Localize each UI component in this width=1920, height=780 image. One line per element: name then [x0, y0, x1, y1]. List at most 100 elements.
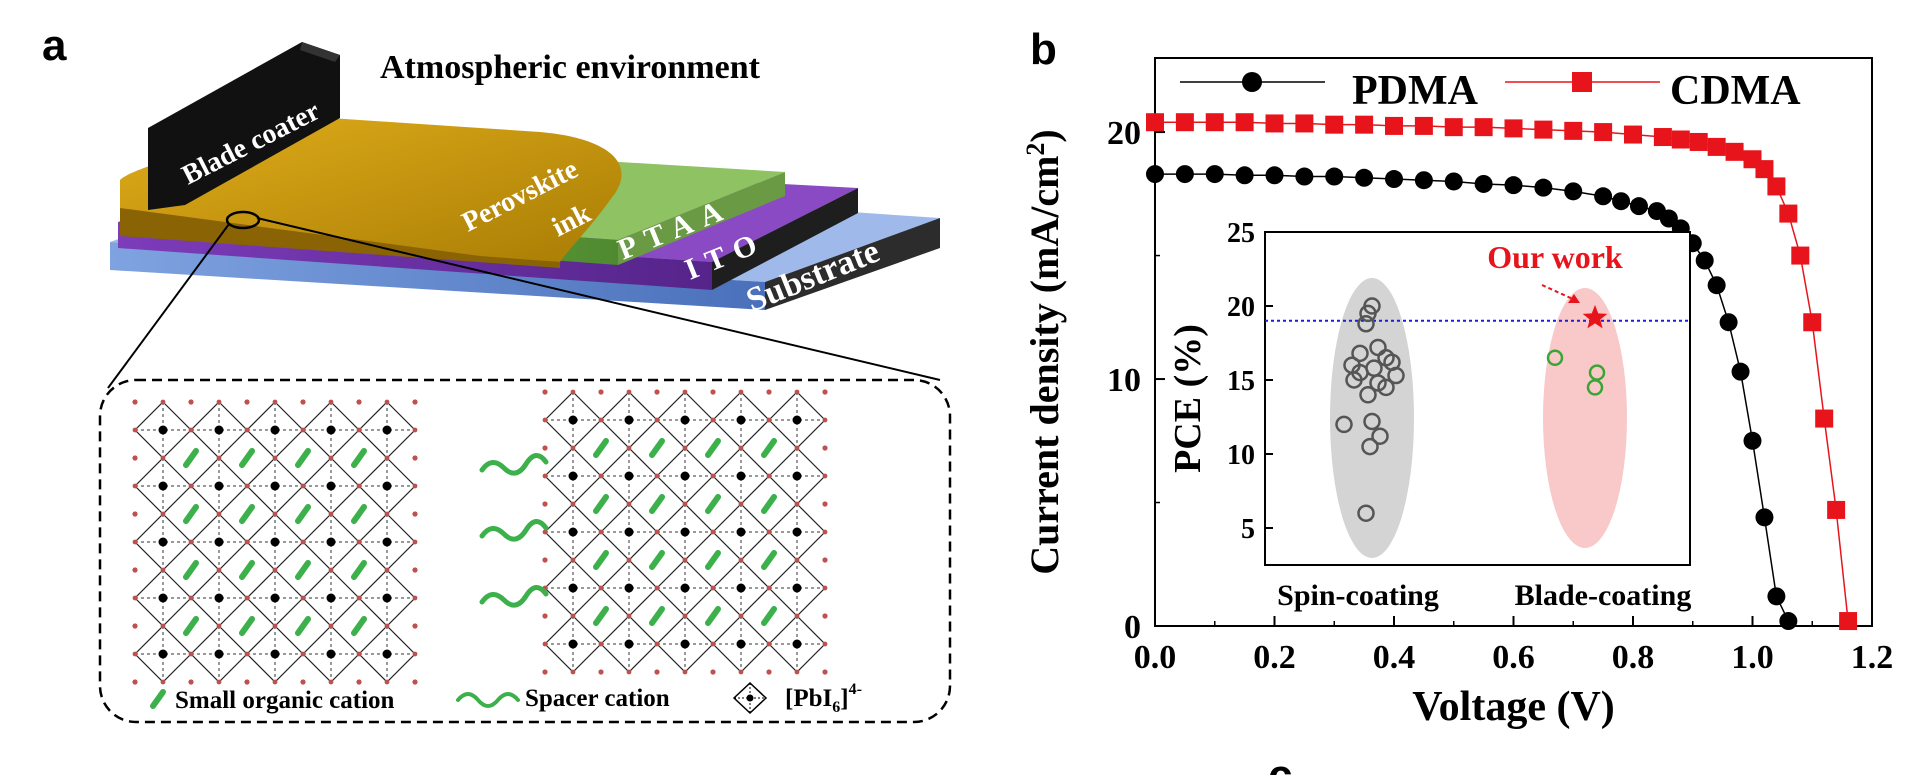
- point-PDMA: [1695, 251, 1714, 270]
- iodide-atom: [160, 511, 166, 517]
- point-PDMA: [1564, 182, 1583, 201]
- point-CDMA: [1689, 132, 1708, 151]
- legend-label-CDMA: CDMA: [1670, 68, 1801, 114]
- spin-coating-point: [1387, 366, 1405, 385]
- iodide-atom: [626, 501, 632, 507]
- pb-atom: [792, 415, 802, 425]
- spin-coating-point: [1359, 386, 1377, 404]
- small-cation: [705, 550, 721, 570]
- iodide-atom: [766, 669, 772, 675]
- iodide-atom: [188, 595, 194, 601]
- iodide-atom: [794, 613, 800, 619]
- iodide-atom: [598, 389, 604, 395]
- iodide-atom: [384, 623, 390, 629]
- iodide-atom: [570, 669, 576, 675]
- spin-coating-ellipse: [1330, 278, 1414, 558]
- pb-atom: [158, 481, 168, 491]
- small-cation: [705, 438, 721, 458]
- point-CDMA: [1265, 114, 1284, 133]
- iodide-atom: [542, 417, 548, 423]
- iodide-atom: [654, 669, 660, 675]
- iodide-atom: [570, 445, 576, 451]
- small-cation: [295, 448, 311, 468]
- iodide-atom: [412, 399, 418, 405]
- pb-atom: [158, 593, 168, 603]
- iodide-atom: [188, 483, 194, 489]
- inset-y-tick-label: 10: [1227, 440, 1255, 471]
- blade-coater: [148, 42, 340, 210]
- point-PDMA: [1295, 167, 1314, 186]
- iodide-atom: [822, 585, 828, 591]
- iodide-atom: [244, 483, 250, 489]
- pb-atom: [326, 649, 336, 659]
- iodide-atom: [542, 445, 548, 451]
- iodide-atom: [822, 501, 828, 507]
- iodide-atom: [244, 595, 250, 601]
- pb-atom: [326, 593, 336, 603]
- pb-atom: [270, 425, 280, 435]
- blade-coating-point: [1546, 349, 1564, 367]
- iodide-atom: [710, 641, 716, 647]
- iodide-atom: [160, 623, 166, 629]
- pb-atom: [326, 425, 336, 435]
- point-CDMA: [1325, 115, 1344, 134]
- pb-atom: [792, 639, 802, 649]
- pb-atom: [680, 471, 690, 481]
- y-tick-label: 20: [1107, 115, 1141, 152]
- point-CDMA: [1295, 114, 1314, 133]
- point-PDMA: [1355, 168, 1374, 187]
- pb-atom: [214, 649, 224, 659]
- lattice-left: [132, 399, 418, 685]
- iodide-atom: [794, 501, 800, 507]
- small-cation: [649, 494, 665, 514]
- iodide-atom: [822, 613, 828, 619]
- iodide-atom: [738, 445, 744, 451]
- small-cation: [593, 494, 609, 514]
- point-PDMA: [1414, 171, 1433, 190]
- iodide-atom: [328, 623, 334, 629]
- point-CDMA: [1175, 113, 1194, 132]
- iodide-atom: [160, 679, 166, 685]
- pb-atom: [158, 425, 168, 435]
- iodide-atom: [244, 679, 250, 685]
- y-tick-label: 10: [1107, 362, 1141, 399]
- point-PDMA: [1731, 362, 1750, 381]
- iodide-atom: [216, 399, 222, 405]
- iodide-atom: [412, 511, 418, 517]
- iodide-atom: [328, 511, 334, 517]
- pb-atom: [624, 471, 634, 481]
- pb-atom: [326, 537, 336, 547]
- iodide-atom: [384, 399, 390, 405]
- iodide-atom: [682, 669, 688, 675]
- point-PDMA: [1755, 508, 1774, 527]
- iodide-atom: [216, 511, 222, 517]
- iodide-atom: [598, 529, 604, 535]
- legend-marker-CDMA: [1572, 72, 1592, 92]
- pb-atom: [568, 415, 578, 425]
- iodide-atom: [822, 669, 828, 675]
- iodide-atom: [384, 679, 390, 685]
- iodide-atom: [244, 539, 250, 545]
- iodide-atom: [654, 417, 660, 423]
- iodide-atom: [328, 567, 334, 573]
- small-cation: [761, 550, 777, 570]
- pb-atom: [326, 481, 336, 491]
- pb-atom: [568, 527, 578, 537]
- iodide-atom: [244, 399, 250, 405]
- point-PDMA: [1719, 313, 1738, 332]
- y-tick-label: 0: [1124, 609, 1141, 646]
- pb-atom: [214, 481, 224, 491]
- pb-atom: [624, 415, 634, 425]
- iodide-atom: [626, 669, 632, 675]
- point-CDMA: [1815, 409, 1834, 428]
- x-tick-label: 0.2: [1253, 639, 1296, 676]
- iodide-atom: [710, 669, 716, 675]
- spin-coating-point: [1357, 504, 1375, 522]
- iodide-atom: [356, 483, 362, 489]
- iodide-atom: [626, 445, 632, 451]
- point-PDMA: [1767, 587, 1786, 606]
- iodide-atom: [272, 567, 278, 573]
